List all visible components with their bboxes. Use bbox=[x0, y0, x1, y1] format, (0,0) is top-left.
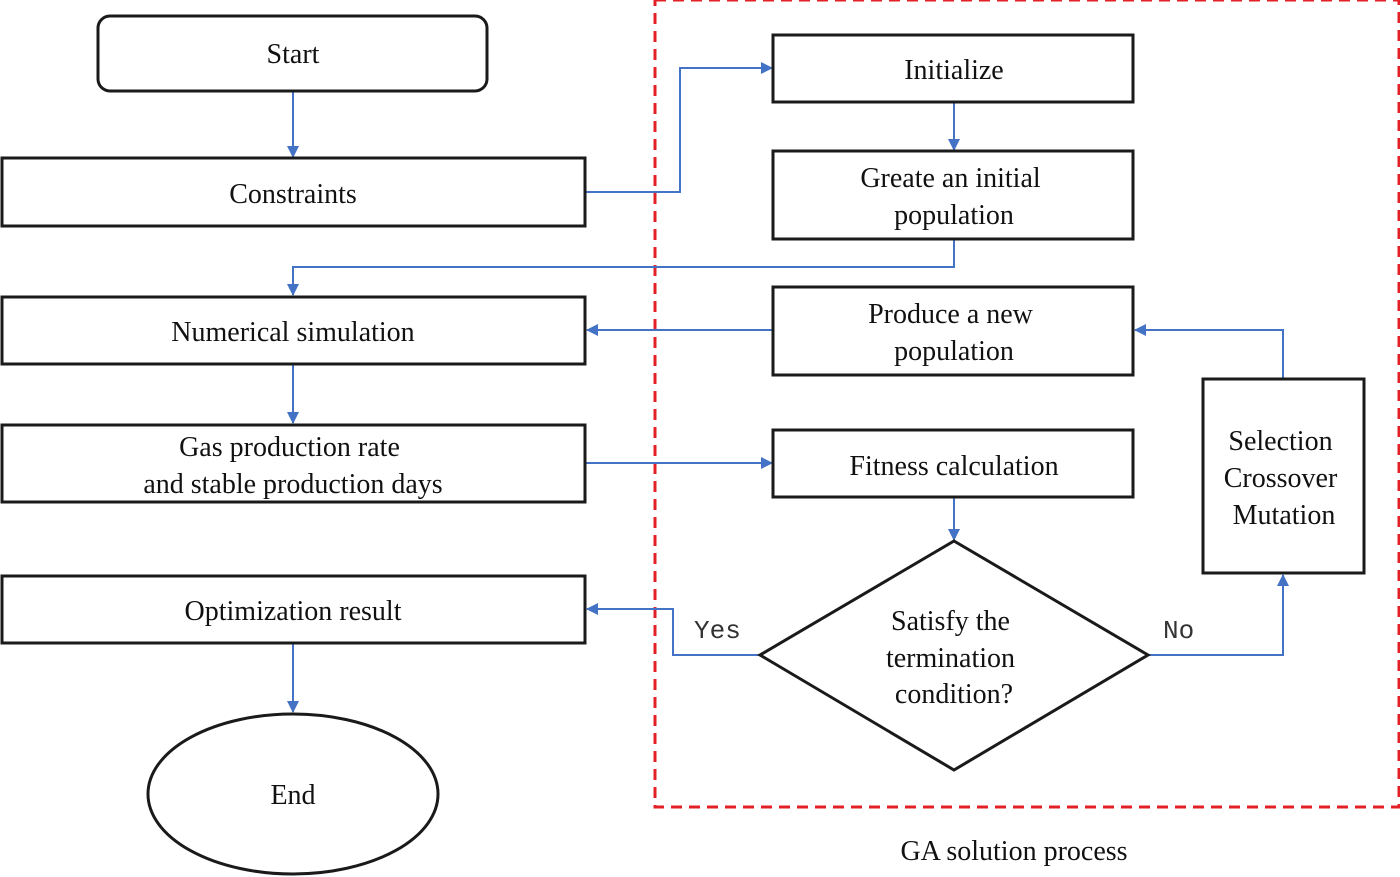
create-population-node: Greate an initial population bbox=[771, 149, 1135, 241]
connectors bbox=[287, 62, 1289, 713]
connector-termination-no-to-operators bbox=[1148, 574, 1289, 656]
termination-check-label: Satisfy the termination condition? bbox=[886, 606, 1022, 710]
constraints-label: Constraints bbox=[229, 179, 357, 210]
create-population-label: Greate an initial population bbox=[860, 163, 1047, 231]
operator-mutation: Mutation bbox=[1233, 500, 1336, 531]
ga-region-label: GA solution process bbox=[900, 836, 1127, 867]
produce-new-population-line-2: population bbox=[894, 336, 1014, 367]
connector-constraints-to-initialize bbox=[585, 62, 773, 193]
termination-check-line-3: condition? bbox=[895, 679, 1013, 710]
optimization-result-node: Optimization result bbox=[0, 574, 587, 645]
produce-new-population-line-1: Produce a new bbox=[868, 299, 1034, 330]
create-population-line-2: population bbox=[894, 200, 1014, 231]
numerical-simulation-node: Numerical simulation bbox=[0, 295, 587, 366]
gas-production-line-1: Gas production rate bbox=[179, 432, 400, 463]
initialize-label: Initialize bbox=[904, 55, 1004, 86]
initialize-node: Initialize bbox=[771, 33, 1135, 104]
genetic-operators-node: Selection Crossover Mutation bbox=[1201, 377, 1366, 575]
create-population-line-1: Greate an initial bbox=[860, 163, 1041, 194]
genetic-operators-label: Selection Crossover Mutation bbox=[1224, 426, 1345, 531]
end-label: End bbox=[270, 780, 315, 811]
connector-operators-to-new-population bbox=[1134, 324, 1284, 378]
fitness-calculation-label: Fitness calculation bbox=[849, 451, 1058, 482]
fitness-calculation-node: Fitness calculation bbox=[771, 428, 1135, 499]
start-label: Start bbox=[267, 39, 320, 70]
no-label: No bbox=[1163, 616, 1194, 646]
produce-new-population-label: Produce a new population bbox=[868, 299, 1040, 367]
termination-check-line-1: Satisfy the bbox=[891, 606, 1010, 637]
connector-termination-yes-to-result bbox=[586, 603, 760, 656]
end-node: End bbox=[146, 712, 440, 876]
constraints-node: Constraints bbox=[0, 156, 587, 228]
operator-crossover: Crossover bbox=[1224, 463, 1338, 494]
operator-selection: Selection bbox=[1228, 426, 1332, 457]
connector-create-to-simulation bbox=[287, 239, 955, 296]
yes-label: Yes bbox=[694, 616, 741, 646]
gas-production-line-2: and stable production days bbox=[143, 469, 442, 500]
termination-check-line-2: termination bbox=[886, 643, 1015, 674]
gas-production-label: Gas production rate and stable productio… bbox=[143, 432, 442, 500]
gas-production-node: Gas production rate and stable productio… bbox=[0, 423, 587, 504]
start-node: Start bbox=[96, 14, 489, 93]
optimization-result-label: Optimization result bbox=[185, 596, 402, 627]
numerical-simulation-label: Numerical simulation bbox=[171, 317, 414, 348]
termination-check-node: Satisfy the termination condition? bbox=[757, 539, 1151, 772]
produce-new-population-node: Produce a new population bbox=[771, 285, 1135, 377]
